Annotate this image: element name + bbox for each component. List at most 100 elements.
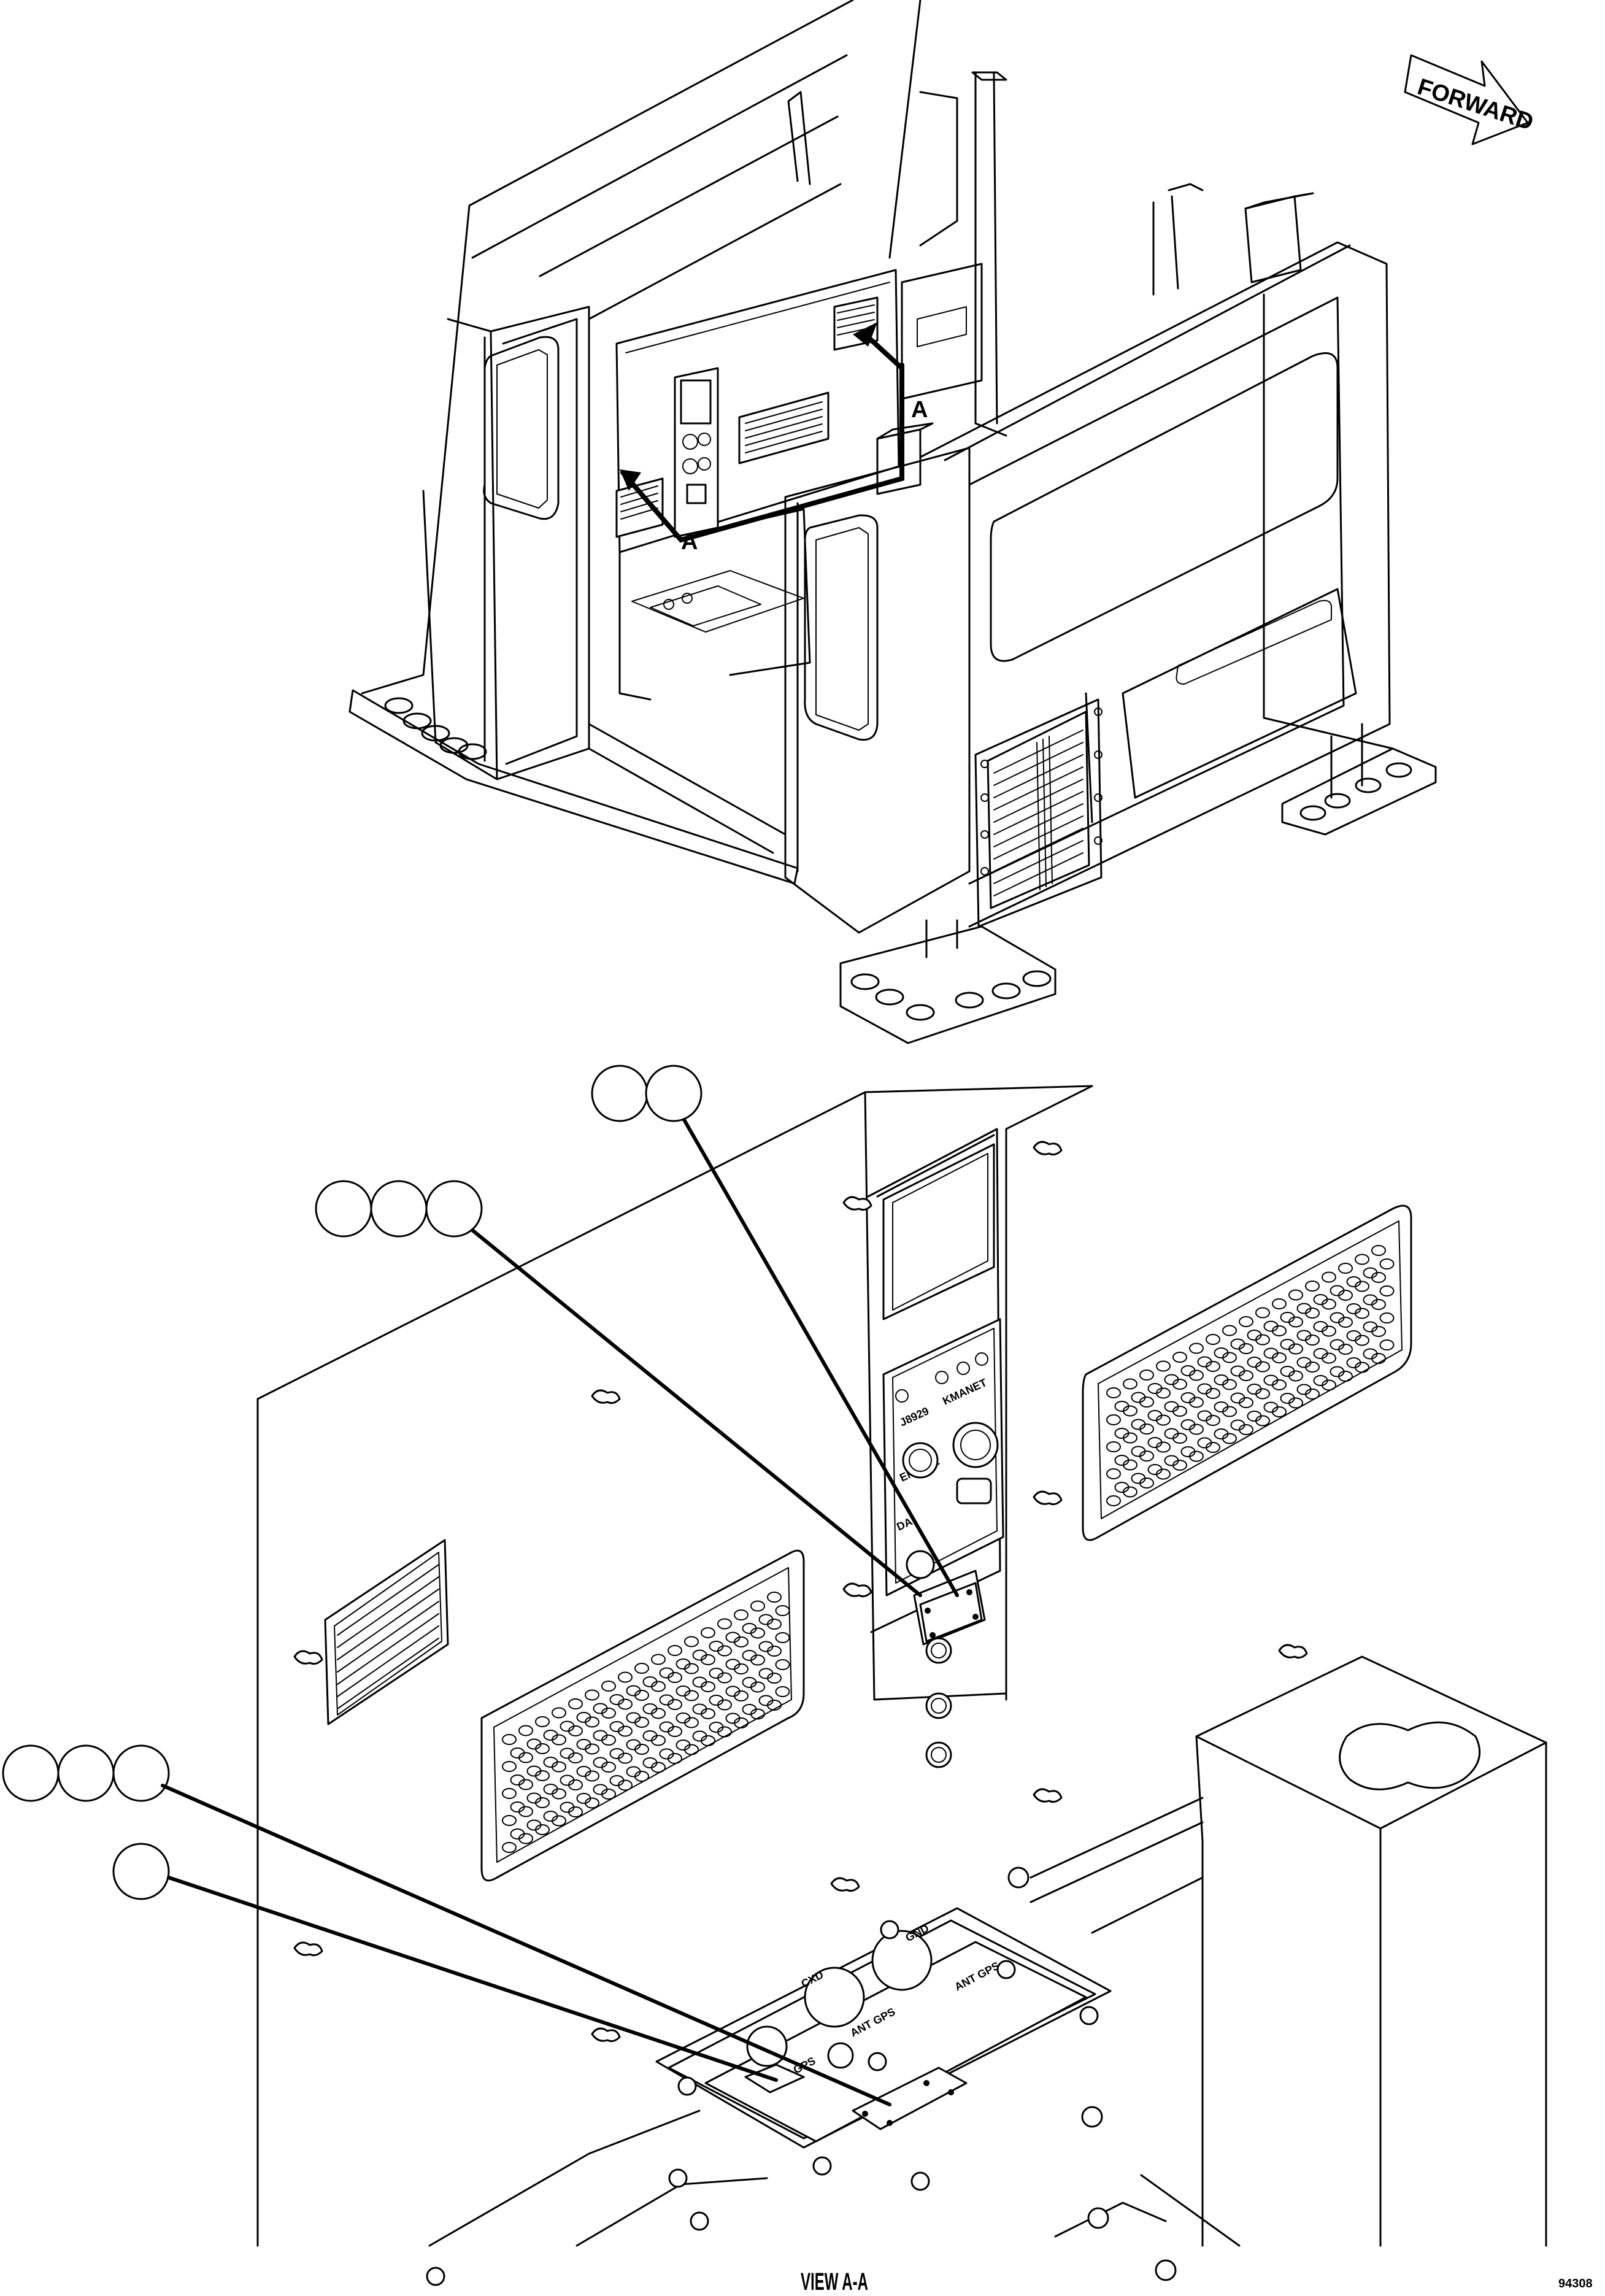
- perforation-hole: [668, 1753, 682, 1764]
- perforation-hole: [1123, 1378, 1137, 1390]
- perforation-hole: [502, 1842, 517, 1853]
- perforation-hole: [585, 1770, 599, 1782]
- perforation-hole: [775, 1686, 790, 1697]
- perforation-hole: [502, 1815, 517, 1826]
- perforation-hole: [1139, 1396, 1154, 1408]
- perforation-hole: [1255, 1307, 1270, 1319]
- perforation-hole: [750, 1627, 765, 1639]
- perforation-hole: [1123, 1405, 1137, 1417]
- perforation-hole: [734, 1609, 749, 1620]
- section-mark-right: A: [911, 397, 928, 423]
- perforation-hole: [1255, 1334, 1270, 1346]
- perforation-hole: [1288, 1397, 1303, 1409]
- perforation-hole: [1139, 1450, 1154, 1462]
- perforation-hole: [1206, 1361, 1220, 1372]
- view-caption: VIEW A-A: [801, 2268, 868, 2295]
- perforation-hole: [601, 1735, 616, 1746]
- perforation-hole: [701, 1681, 715, 1692]
- perforation-hole: [1106, 1468, 1121, 1479]
- perforation-hole: [775, 1659, 790, 1670]
- perforation-hole: [1156, 1387, 1171, 1399]
- perforation-hole: [1139, 1477, 1154, 1489]
- perforation-hole: [1106, 1414, 1121, 1425]
- perforation-hole: [518, 1725, 533, 1736]
- perforation-hole: [1123, 1486, 1137, 1498]
- perforation-hole: [1305, 1362, 1320, 1373]
- perforation-hole: [1189, 1450, 1204, 1462]
- perforation-hole: [568, 1752, 583, 1763]
- section-mark-left: A: [681, 529, 698, 555]
- perforation-hole: [552, 1707, 566, 1719]
- perforation-hole: [634, 1771, 649, 1782]
- perforation-hole: [717, 1645, 732, 1657]
- perforation-hole: [767, 1700, 782, 1711]
- perforation-hole: [1322, 1298, 1336, 1310]
- perforation-hole: [518, 1779, 533, 1790]
- perforation-hole: [1106, 1495, 1121, 1506]
- perforation-hole: [1272, 1298, 1287, 1309]
- perforation-hole: [1172, 1379, 1187, 1390]
- perforation-hole: [1379, 1339, 1395, 1350]
- perforation-hole: [717, 1672, 732, 1684]
- perforation-hole: [601, 1789, 616, 1800]
- perforation-hole: [1123, 1459, 1137, 1471]
- perforation-hole: [634, 1744, 649, 1755]
- perforated-grille-left: [480, 1549, 805, 1882]
- perforation-hole: [568, 1779, 583, 1790]
- perforation-hole: [634, 1690, 649, 1701]
- perforation-hole: [601, 1708, 616, 1719]
- perforation-hole: [775, 1632, 790, 1643]
- callout-group-3b: [2, 1744, 891, 2106]
- perforation-hole: [701, 1708, 715, 1719]
- perforation-hole: [1139, 1423, 1154, 1435]
- perforation-hole: [585, 1743, 599, 1755]
- perforation-hole: [750, 1654, 765, 1666]
- callout-group-2: [591, 1065, 959, 1597]
- perforation-hole: [1288, 1289, 1303, 1301]
- perforation-hole: [535, 1716, 550, 1727]
- perforation-hole: [734, 1717, 749, 1728]
- perforation-hole: [1371, 1272, 1386, 1283]
- perforation-hole: [1322, 1271, 1336, 1283]
- perforation-hole: [1379, 1312, 1395, 1323]
- perforation-hole: [1222, 1379, 1237, 1390]
- perforation-hole: [518, 1752, 533, 1763]
- perforation-hole: [684, 1663, 699, 1674]
- perforation-hole: [634, 1663, 649, 1674]
- perforation-hole: [535, 1824, 550, 1835]
- perforation-hole: [1222, 1325, 1237, 1336]
- perforation-hole: [502, 1734, 517, 1745]
- perforation-hole: [1338, 1263, 1353, 1274]
- perforation-hole: [1239, 1397, 1253, 1408]
- perforation-hole: [1288, 1370, 1303, 1382]
- perforation-hole: [1239, 1343, 1253, 1354]
- perforation-hole: [717, 1726, 732, 1738]
- perforation-hole: [651, 1762, 666, 1773]
- perforation-hole: [1189, 1423, 1204, 1435]
- perforation-hole: [1272, 1406, 1287, 1417]
- perforation-hole: [1355, 1308, 1369, 1319]
- wing-nut-fasteners: [293, 1141, 1308, 2043]
- perforation-hole: [750, 1600, 765, 1612]
- perforation-hole: [1206, 1442, 1220, 1453]
- perforation-hole: [717, 1699, 732, 1711]
- perforation-hole: [1379, 1285, 1395, 1296]
- perforation-hole: [1371, 1353, 1386, 1364]
- shelter-isometric-view: A A: [348, 0, 1437, 1044]
- perforation-hole: [1322, 1352, 1336, 1364]
- perforation-hole: [1255, 1415, 1270, 1427]
- perforation-hole: [767, 1673, 782, 1684]
- perforation-hole: [502, 1788, 517, 1799]
- perforation-hole: [535, 1743, 550, 1754]
- perforation-hole: [1371, 1299, 1386, 1310]
- perforation-hole: [568, 1698, 583, 1709]
- perforation-hole: [1355, 1281, 1369, 1292]
- figure-code: 94308: [1558, 2277, 1593, 2290]
- perforation-hole: [1272, 1379, 1287, 1390]
- callout-single: [112, 1843, 778, 2082]
- perforation-hole: [1322, 1325, 1336, 1337]
- perforation-hole: [750, 1708, 765, 1720]
- perforation-hole: [668, 1672, 682, 1683]
- perforation-hole: [1206, 1334, 1220, 1345]
